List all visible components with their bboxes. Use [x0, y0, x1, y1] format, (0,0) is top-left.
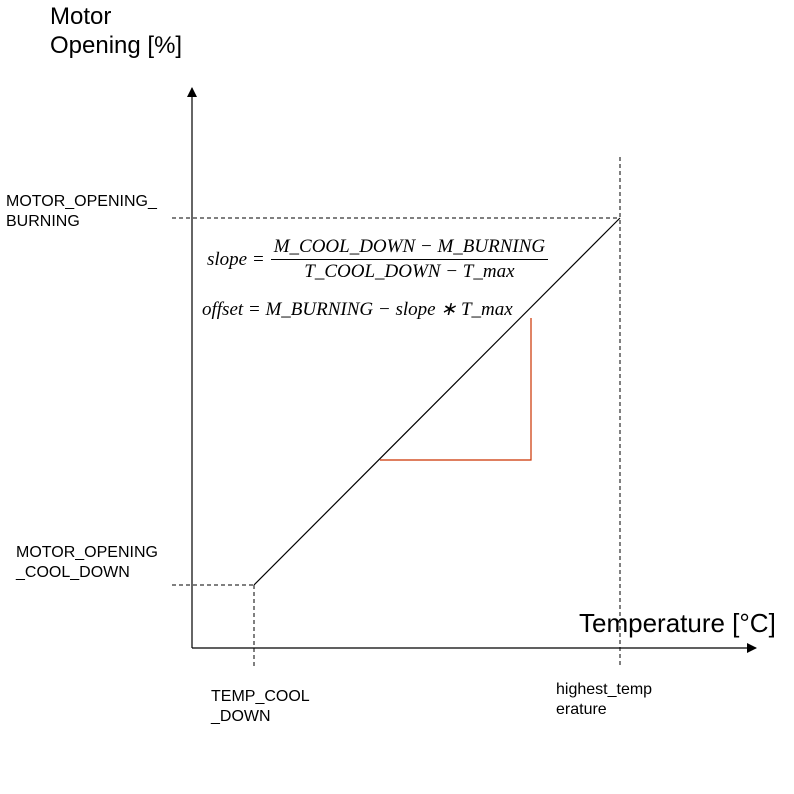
temp-cool-label-line1: TEMP_COOL: [211, 688, 310, 705]
y-axis-title-line2: Opening [%]: [50, 32, 183, 59]
y-axis-title-line1: Motor: [50, 3, 112, 30]
burning-label-line1: MOTOR_OPENING_: [6, 193, 157, 210]
slope-formula: slope = M_COOL_DOWN − M_BURNING T_COOL_D…: [207, 236, 549, 283]
cool-down-label-line2: _COOL_DOWN: [16, 564, 130, 581]
highest-temp-label-line2: erature: [556, 701, 607, 718]
highest-temp-label-line1: highest_temp: [556, 681, 653, 698]
motor-opening-burning-label: MOTOR_OPENING_ BURNING: [6, 192, 157, 232]
burning-label-line2: BURNING: [6, 213, 80, 230]
slope-triangle: [380, 318, 532, 461]
motor-opening-cool-down-label: MOTOR_OPENING _COOL_DOWN: [16, 543, 158, 583]
highest-temperature-label: highest_temp erature: [556, 680, 652, 720]
y-axis-title: Motor Opening [%]: [50, 2, 182, 60]
slope-formula-lhs: slope =: [207, 248, 265, 270]
slope-fraction: M_COOL_DOWN − M_BURNING T_COOL_DOWN − T_…: [270, 236, 549, 283]
slope-denominator: T_COOL_DOWN − T_max: [304, 261, 515, 282]
slope-line: [253, 217, 621, 586]
temp-cool-down-label: TEMP_COOL _DOWN: [211, 687, 310, 727]
temp-cool-label-line2: _DOWN: [211, 708, 271, 725]
x-axis-title: Temperature [°C]: [579, 608, 776, 638]
cool-down-label-line1: MOTOR_OPENING: [16, 544, 158, 561]
fraction-bar: [270, 259, 549, 260]
offset-formula: offset = M_BURNING − slope ∗ T_max: [202, 299, 513, 320]
slope-numerator: M_COOL_DOWN − M_BURNING: [273, 236, 546, 257]
